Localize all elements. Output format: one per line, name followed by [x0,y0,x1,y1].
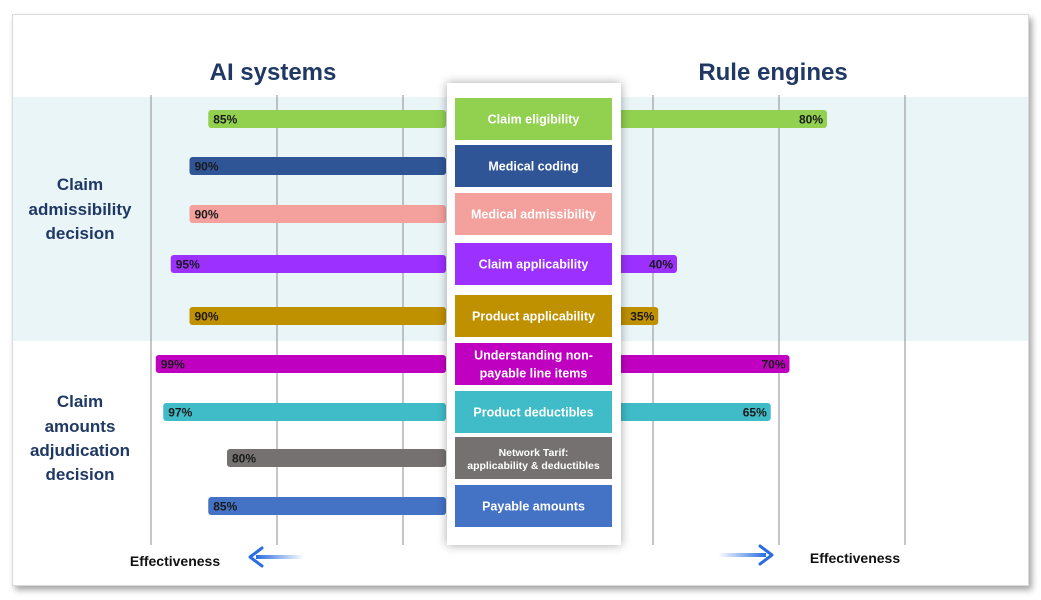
category-label: Claim eligibility [488,113,580,127]
category-label: applicability & deductibles [467,460,600,472]
rule-value-label: 40% [649,258,673,272]
rule-bar [618,307,659,325]
category-label: Product deductibles [473,406,593,420]
category-label: Understanding non- [474,349,593,363]
rule-bar [618,255,677,273]
ai-bar [189,307,446,325]
category-box [455,145,612,187]
ai-value-label: 90% [195,310,219,324]
left-axis-label: Effectiveness [130,553,220,569]
rule-bar [618,355,790,373]
rule-value-label: 65% [743,406,767,420]
category-box [455,193,612,235]
group-label-line: decision [46,465,115,484]
category-label: Network Tarif: [499,447,569,459]
category-label: payable line items [480,367,588,381]
category-label: Product applicability [472,310,595,324]
group-label-line: admissibility [29,200,133,219]
rule-value-label: 70% [761,358,785,372]
rule-bar [618,403,771,421]
ai-bar [227,449,446,467]
group-label-line: amounts [45,417,116,436]
category-box [455,485,612,527]
ai-bar [170,255,446,273]
ai-value-label: 97% [168,406,192,420]
rule-value-label: 80% [799,113,823,127]
left-arrow-icon [248,546,304,568]
ai-bar [189,205,446,223]
ai-value-label: 85% [213,500,237,514]
right-axis-label: Effectiveness [810,550,900,566]
ai-value-label: 90% [195,208,219,222]
group-label-line: Claim [57,175,103,194]
category-box [455,243,612,285]
ai-value-label: 85% [213,113,237,127]
group-label-line: decision [46,224,115,243]
group-label-line: Claim [57,392,103,411]
category-label: Payable amounts [482,500,585,514]
rule-value-label: 35% [630,310,654,324]
ai-bar [163,403,446,421]
left-chart-title: AI systems [210,59,337,86]
category-box [455,343,612,385]
category-box [455,437,612,479]
category-label: Medical admissibility [471,208,596,222]
right-arrow-icon [718,544,774,566]
ai-bar [189,157,446,175]
category-label: Claim applicability [479,258,589,272]
rule-bar [618,110,827,128]
ai-value-label: 80% [232,452,256,466]
category-box [455,391,612,433]
ai-bar [208,110,446,128]
group-label-line: adjudication [30,441,130,460]
category-box [455,295,612,337]
ai-value-label: 99% [161,358,185,372]
category-box [455,98,612,140]
category-label: Medical coding [488,160,578,174]
ai-bar [208,497,446,515]
ai-bar [155,355,446,373]
right-chart-title: Rule engines [698,59,847,86]
ai-value-label: 95% [176,258,200,272]
ai-value-label: 90% [195,160,219,174]
